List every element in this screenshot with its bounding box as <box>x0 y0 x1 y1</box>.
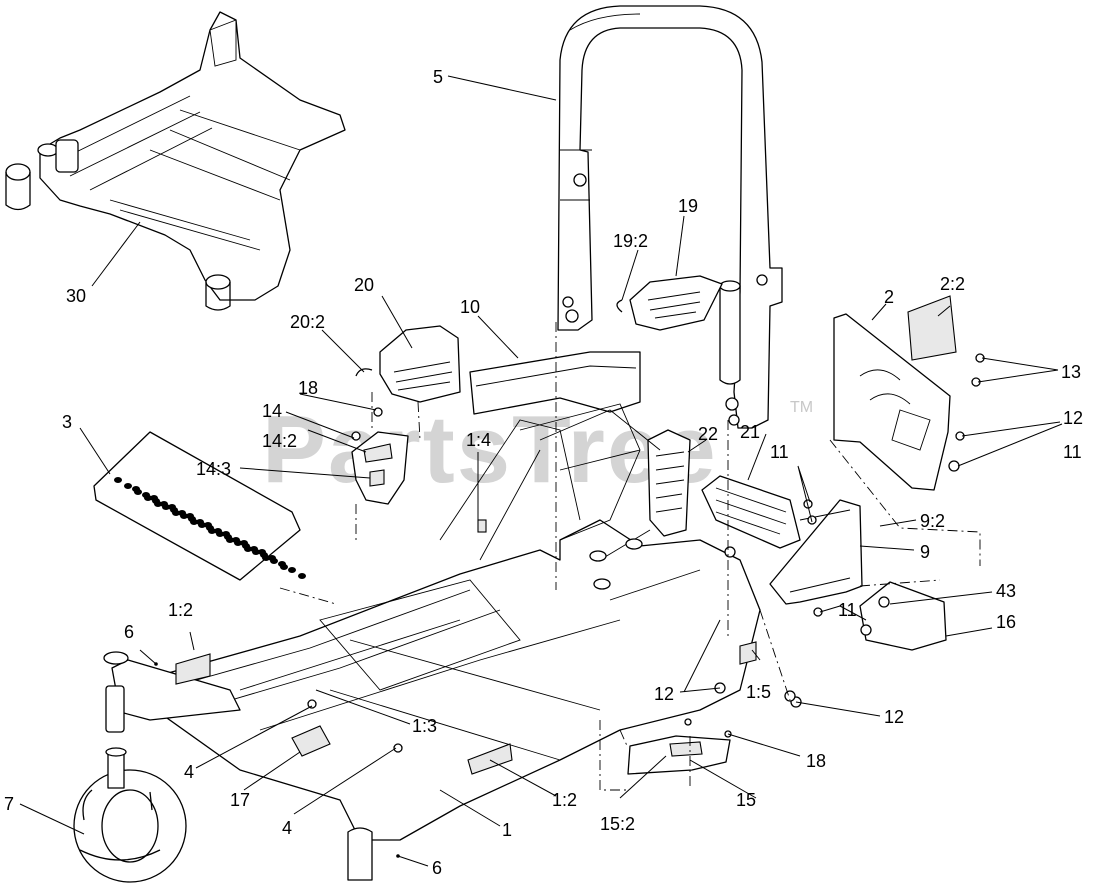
callout-labels: 5 19 19:2 20 20:2 10 2 2:2 13 12 11 30 1… <box>4 67 1083 878</box>
callout-19: 19 <box>678 196 698 216</box>
callout-10: 10 <box>460 297 480 317</box>
callout-14-2: 14:2 <box>262 431 297 451</box>
floor-pan-hole <box>154 501 162 507</box>
part-20-bracket <box>355 325 461 403</box>
floor-pan-hole <box>262 555 270 561</box>
floor-pan-hole <box>190 519 198 525</box>
callout-1-3: 1:3 <box>412 716 437 736</box>
callout-20: 20 <box>354 275 374 295</box>
callout-12-low: 12 <box>884 707 904 727</box>
callout-12-mid: 12 <box>654 684 674 704</box>
part-16-cover <box>859 581 947 651</box>
callout-15: 15 <box>736 790 756 810</box>
floor-pan-hole <box>198 522 206 528</box>
callout-9-2: 9:2 <box>920 511 945 531</box>
callout-12-side: 12 <box>1063 408 1083 428</box>
callout-2: 2 <box>884 287 894 307</box>
callout-15-2: 15:2 <box>600 814 635 834</box>
callout-4-lower: 4 <box>282 818 292 838</box>
callout-18-low: 18 <box>806 751 826 771</box>
part-19-latch <box>616 275 723 331</box>
floor-pan-hole <box>172 510 180 516</box>
callout-30: 30 <box>66 286 86 306</box>
part-3-floor-pan <box>93 431 306 581</box>
side-hardware <box>948 353 985 472</box>
callout-43: 43 <box>996 581 1016 601</box>
floor-pan-hole <box>234 540 242 546</box>
floor-pan-hole <box>298 573 306 579</box>
callout-6-bottom: 6 <box>432 858 442 878</box>
part-1-main-frame <box>103 403 823 881</box>
floor-pan-hole <box>134 489 142 495</box>
callout-19-2: 19:2 <box>613 231 648 251</box>
floor-pan-hole <box>288 567 296 573</box>
floor-pan-hole <box>114 477 122 483</box>
callout-16: 16 <box>996 612 1016 632</box>
callout-6-top: 6 <box>124 622 134 642</box>
callout-11-mid: 11 <box>770 442 789 462</box>
floor-pan-hole <box>270 558 278 564</box>
part-14-bracket <box>351 407 409 505</box>
callout-11-low: 11 <box>838 600 857 620</box>
floor-pan-hole <box>280 564 288 570</box>
watermark-tm: TM <box>790 399 813 416</box>
part-21-shield <box>701 475 801 549</box>
part-10-rail <box>469 351 641 415</box>
assembly-lines <box>279 322 981 791</box>
floor-pan-hole <box>252 549 260 555</box>
part-30-frame-inset <box>5 11 346 311</box>
floor-pan-hole <box>226 537 234 543</box>
floor-pan-hole <box>180 513 188 519</box>
floor-pan-hole <box>244 546 252 552</box>
callout-21: 21 <box>740 422 760 442</box>
floor-pan-hole <box>216 531 224 537</box>
leader-lines <box>19 75 1063 867</box>
floor-pan-hole <box>144 495 152 501</box>
callout-22: 22 <box>698 424 718 444</box>
part-22-shield <box>647 429 691 537</box>
callout-1-4: 1:4 <box>466 430 491 450</box>
callout-11-side: 11 <box>1063 442 1082 462</box>
part-2-side-panel <box>833 295 957 491</box>
callout-18-top: 18 <box>298 378 318 398</box>
part-15-plate <box>627 718 732 775</box>
callout-2-2: 2:2 <box>940 274 965 294</box>
callout-5: 5 <box>433 67 443 87</box>
callout-13: 13 <box>1061 362 1081 382</box>
floor-pan-hole <box>208 528 216 534</box>
callout-14: 14 <box>262 401 282 421</box>
callout-3: 3 <box>62 412 72 432</box>
callout-17: 17 <box>230 790 250 810</box>
part-5-rops-hoop <box>557 5 783 429</box>
callout-14-3: 14:3 <box>196 459 231 479</box>
callout-20-2: 20:2 <box>290 312 325 332</box>
floor-pan-hole <box>162 504 170 510</box>
floor-pan-hole <box>124 483 132 489</box>
callout-1-5: 1:5 <box>746 682 771 702</box>
callout-1-2-right: 1:2 <box>552 790 577 810</box>
callout-4-upper: 4 <box>184 762 194 782</box>
callout-1: 1 <box>502 820 512 840</box>
part-7-caster-wheel <box>73 747 187 883</box>
callout-7: 7 <box>4 794 14 814</box>
callout-1-2-left: 1:2 <box>168 600 193 620</box>
floor-pan-holes <box>114 477 306 579</box>
part-9-bracket <box>769 499 863 605</box>
callout-9: 9 <box>920 542 930 562</box>
